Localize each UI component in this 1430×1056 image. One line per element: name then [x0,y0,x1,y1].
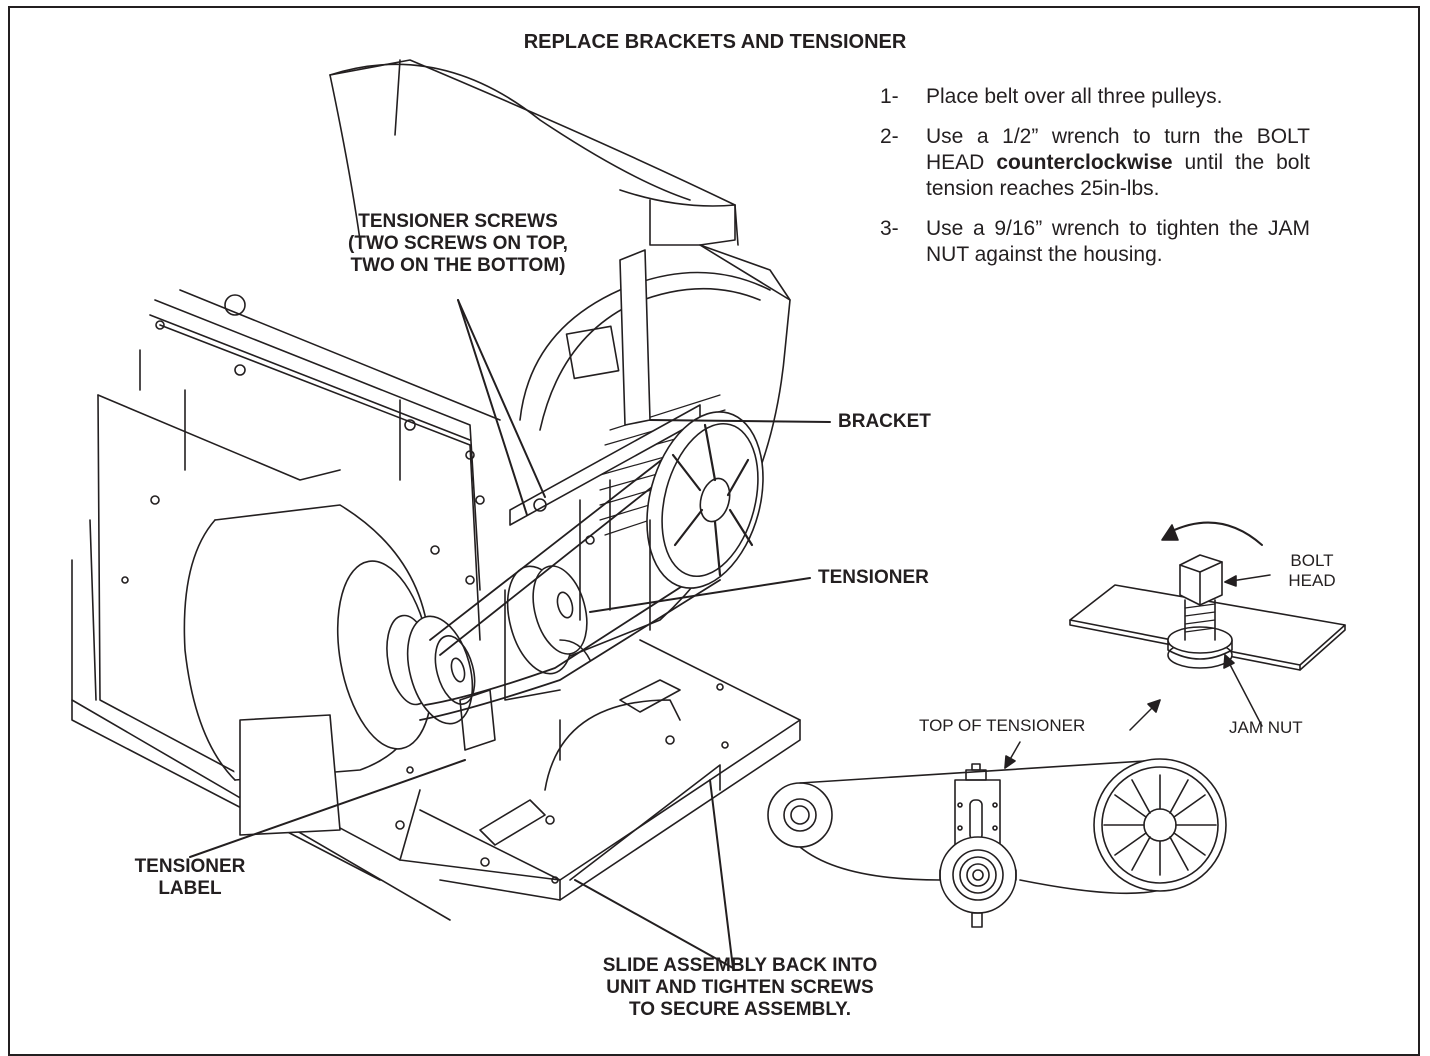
tensioner-screws-callout: TENSIONER SCREWS (TWO SCREWS ON TOP, TWO… [258,211,658,277]
callout-line: TENSIONER SCREWS [358,211,558,232]
step-emphasis: counterclockwise [996,151,1173,174]
bolt-head-label: BOLT HEAD [1272,551,1352,591]
callout-leader-lines [189,299,831,969]
callout-line: UNIT AND TIGHTEN SCREWS [606,977,874,998]
step-text: Use a 9/16” wrench to tighten the JAM NU… [926,217,1310,266]
page-title: REPLACE BRACKETS AND TENSIONER [523,31,907,53]
belt-routing-detail [767,741,1227,928]
label-line: HEAD [1288,571,1336,590]
bolt-detail [1069,521,1346,731]
step-2: 2- Use a 1/2” wrench to turn the BOLT HE… [880,124,1310,202]
bracket [509,249,701,621]
tensioner-callout: TENSIONER [818,567,929,588]
tensioner-pulley [504,565,588,701]
label-line: BOLT [1290,551,1334,570]
step-text: Use a 1/2” wrench to turn the BOLT HEAD [926,125,1310,174]
blower-pulley [646,411,764,589]
callout-line: SLIDE ASSEMBLY BACK INTO [602,955,878,976]
step-3: 3- Use a 9/16” wrench to tighten the JAM… [880,216,1310,268]
step-number: 1- [880,85,899,108]
bracket-callout: BRACKET [838,411,931,432]
motor [183,504,434,836]
top-of-tensioner-label: TOP OF TENSIONER [919,716,1086,735]
step-text: until the bolt tension reaches 25in-lbs. [926,151,1310,200]
step-1: 1- Place belt over all three pulleys. [880,84,1310,110]
slide-assembly-callout: SLIDE ASSEMBLY BACK INTO UNIT AND TIGHTE… [540,955,940,1021]
callout-line: (TWO SCREWS ON TOP, [348,233,568,254]
callout-line: TENSIONER [134,856,246,877]
step-text: Place belt over all three pulleys. [926,85,1223,108]
callout-line: LABEL [158,878,222,899]
step-number: 3- [880,217,899,240]
callout-line: TO SECURE ASSEMBLY. [628,999,852,1020]
instruction-steps: 1- Place belt over all three pulleys. 2-… [880,84,1310,282]
callout-line: TWO ON THE BOTTOM) [350,255,566,276]
step-number: 2- [880,125,899,148]
slide-assembly-base [395,519,801,901]
tensioner-label-callout: TENSIONER LABEL [80,856,300,900]
jam-nut-label: JAM NUT [1229,718,1303,737]
